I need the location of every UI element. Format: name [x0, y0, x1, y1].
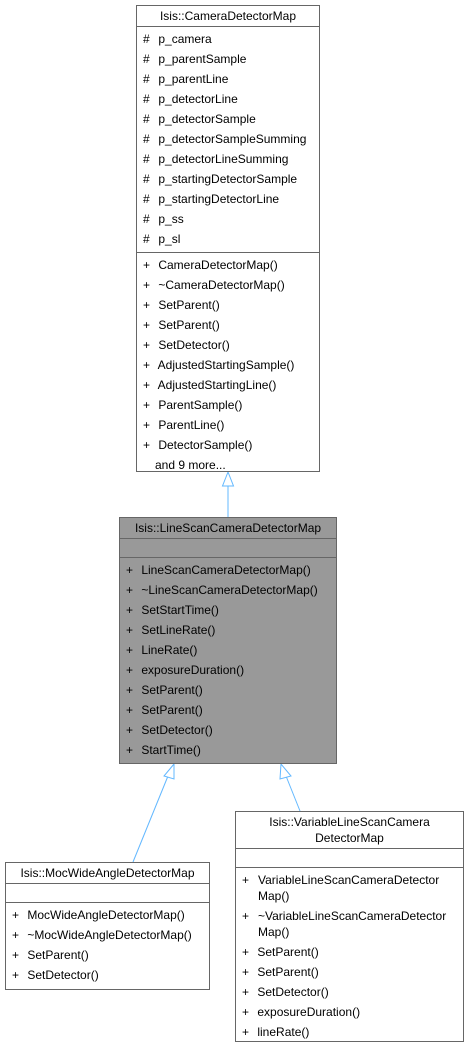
method-row[interactable]: + SetDetector(): [12, 968, 99, 982]
methods-section: + CameraDetectorMap() + ~CameraDetectorM…: [137, 253, 319, 478]
attribute-row: # p_detectorSampleSumming: [143, 132, 307, 146]
attributes-section-empty: [120, 539, 336, 558]
class-moc-wide-angle-detector-map[interactable]: Isis::MocWideAngleDetectorMap + MocWideA…: [5, 862, 210, 990]
class-title[interactable]: Isis::LineScanCameraDetectorMap: [120, 518, 336, 539]
method-row[interactable]: + SetParent(): [143, 318, 220, 332]
method-row[interactable]: + CameraDetectorMap(): [143, 258, 278, 272]
attributes-section-empty: [6, 884, 209, 903]
method-row[interactable]: + SetDetector(): [242, 985, 329, 999]
method-row[interactable]: + AdjustedStartingSample(): [143, 358, 295, 372]
arrowhead-camera: [221, 470, 235, 487]
attributes-section-empty: [236, 849, 463, 868]
method-row[interactable]: + AdjustedStartingLine(): [143, 378, 277, 392]
more-methods-label[interactable]: and 9 more...: [155, 458, 226, 472]
class-variable-line-scan-camera-detector-map[interactable]: Isis::VariableLineScanCamera DetectorMap…: [235, 811, 464, 1042]
attribute-row: # p_camera: [143, 32, 212, 46]
method-row[interactable]: + SetParent(): [143, 298, 220, 312]
method-row[interactable]: + StartTime(): [126, 743, 201, 757]
method-row[interactable]: + ~LineScanCameraDetectorMap(): [126, 583, 318, 597]
method-row[interactable]: + SetStartTime(): [126, 603, 219, 617]
method-row[interactable]: + SetParent(): [242, 965, 319, 979]
edge-variable-to-linescan: [285, 775, 301, 812]
attribute-row: # p_parentLine: [143, 72, 229, 86]
method-row[interactable]: + SetParent(): [12, 948, 89, 962]
edge-moc-to-linescan: [132, 775, 169, 863]
method-row[interactable]: + ParentLine(): [143, 418, 225, 432]
method-row[interactable]: + SetParent(): [242, 945, 319, 959]
method-row[interactable]: + LineRate(): [126, 643, 198, 657]
attribute-row: # p_ss: [143, 212, 184, 226]
method-row[interactable]: + lineRate(): [242, 1025, 310, 1039]
attribute-row: # p_startingDetectorSample: [143, 172, 298, 186]
methods-section: +VariableLineScanCameraDetector Map() +~…: [236, 868, 463, 1045]
arrowhead-linescan-right: [279, 762, 292, 780]
class-title[interactable]: Isis::MocWideAngleDetectorMap: [6, 863, 209, 884]
method-row[interactable]: + exposureDuration(): [126, 663, 245, 677]
method-row[interactable]: + SetDetector(): [143, 338, 230, 352]
class-title[interactable]: Isis::CameraDetectorMap: [137, 6, 319, 27]
method-row[interactable]: + ParentSample(): [143, 398, 243, 412]
method-row[interactable]: + LineScanCameraDetectorMap(): [126, 563, 311, 577]
class-camera-detector-map[interactable]: Isis::CameraDetectorMap # p_camera # p_p…: [136, 5, 320, 472]
class-title[interactable]: Isis::VariableLineScanCamera DetectorMap: [236, 812, 463, 849]
method-row[interactable]: + SetLineRate(): [126, 623, 216, 637]
attribute-row: # p_detectorLine: [143, 92, 238, 106]
method-row[interactable]: +VariableLineScanCameraDetector Map(): [242, 873, 440, 903]
attribute-row: # p_startingDetectorLine: [143, 192, 280, 206]
attribute-row: # p_sl: [143, 232, 181, 246]
method-row[interactable]: + SetDetector(): [126, 723, 213, 737]
method-row[interactable]: +~VariableLineScanCameraDetector Map(): [242, 909, 447, 939]
methods-section: + MocWideAngleDetectorMap() + ~MocWideAn…: [6, 903, 209, 988]
class-line-scan-camera-detector-map[interactable]: Isis::LineScanCameraDetectorMap + LineSc…: [119, 517, 337, 764]
method-row[interactable]: + ~CameraDetectorMap(): [143, 278, 285, 292]
attribute-row: # p_detectorSample: [143, 112, 256, 126]
methods-section: + LineScanCameraDetectorMap() + ~LineSca…: [120, 558, 336, 763]
method-row[interactable]: + SetParent(): [126, 703, 203, 717]
attributes-section: # p_camera # p_parentSample # p_parentLi…: [137, 27, 319, 253]
method-row[interactable]: + ~MocWideAngleDetectorMap(): [12, 928, 192, 942]
method-row[interactable]: + DetectorSample(): [143, 438, 253, 452]
arrowhead-linescan-left: [163, 762, 175, 780]
attribute-row: # p_parentSample: [143, 52, 247, 66]
method-row[interactable]: + exposureDuration(): [242, 1005, 361, 1019]
method-row[interactable]: + SetParent(): [126, 683, 203, 697]
attribute-row: # p_detectorLineSumming: [143, 152, 289, 166]
method-row[interactable]: + MocWideAngleDetectorMap(): [12, 908, 185, 922]
